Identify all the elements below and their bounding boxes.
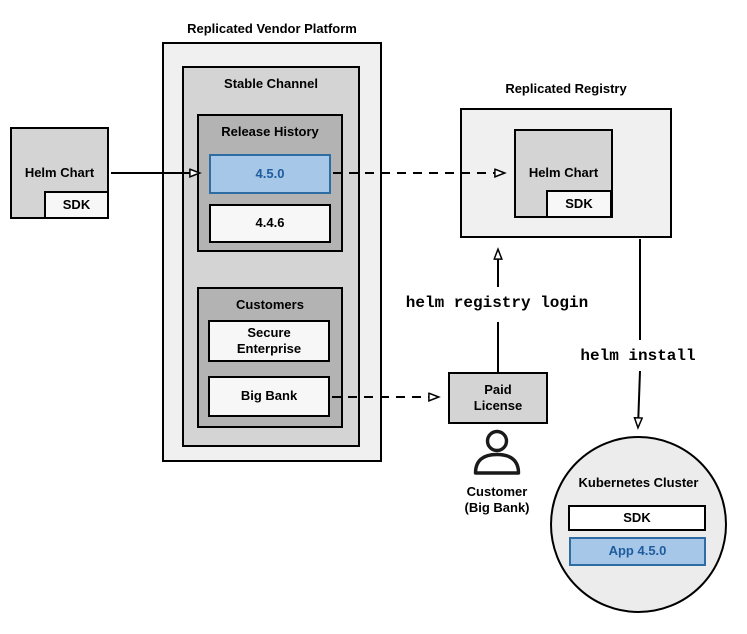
release-box-4-5-0: 4.5.0 xyxy=(209,154,331,194)
release-version-label: 4.4.6 xyxy=(255,215,285,231)
sdk-label: SDK xyxy=(62,196,91,212)
helm-install-command: helm install xyxy=(580,347,696,365)
paid-license-label: Paid License xyxy=(473,381,523,413)
arrow-registry-to-cluster-lower xyxy=(638,370,640,427)
customer-name-label: Big Bank xyxy=(240,388,298,404)
customers-title: Customers xyxy=(236,297,304,312)
sdk-label: SDK xyxy=(565,195,593,211)
release-version-label: 4.5.0 xyxy=(255,165,285,181)
customer-caption: Customer (Big Bank) xyxy=(464,484,530,516)
cluster-app-box: App 4.5.0 xyxy=(569,537,706,566)
kubernetes-cluster-title: Kubernetes Cluster xyxy=(578,475,699,490)
customer-name-label: Secure Enterprise xyxy=(236,324,302,356)
helm-chart-source-label: Helm Chart xyxy=(24,164,95,180)
vendor-platform-title: Replicated Vendor Platform xyxy=(187,21,357,36)
helm-registry-login-command: helm registry login xyxy=(405,294,589,312)
registry-helm-chart-label: Helm Chart xyxy=(528,165,599,181)
release-history-title: Release History xyxy=(221,124,319,139)
registry-title: Replicated Registry xyxy=(505,81,627,96)
helm-chart-source-box: Helm Chart SDK xyxy=(10,127,109,219)
stable-channel-title: Stable Channel xyxy=(224,76,318,91)
release-box-4-4-6: 4.4.6 xyxy=(209,204,331,243)
paid-license-box: Paid License xyxy=(448,372,548,424)
helm-chart-source-sdk-box: SDK xyxy=(44,191,109,219)
customer-person-icon xyxy=(473,429,521,475)
cluster-sdk-box: SDK xyxy=(568,505,706,531)
registry-sdk-box: SDK xyxy=(546,190,612,218)
sdk-label: SDK xyxy=(623,509,651,525)
customer-box-secure-enterprise: Secure Enterprise xyxy=(208,320,330,362)
cluster-app-label: App 4.5.0 xyxy=(608,543,667,559)
registry-helm-chart-box: Helm Chart SDK xyxy=(514,129,613,218)
customer-box-big-bank: Big Bank xyxy=(208,376,330,417)
